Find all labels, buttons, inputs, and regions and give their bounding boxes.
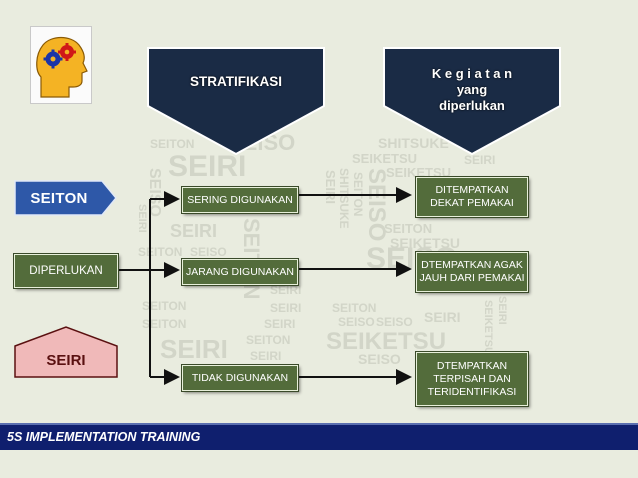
action-jauh-dari-pemakai: DTEMPATKAN AGAK JAUH DARI PEMAKAI (416, 252, 528, 292)
kegiatan-title-line-2: yang (456, 82, 488, 97)
kegiatan-header: K e g i a t a n yang diperlukan (382, 46, 562, 158)
seiri-tag: SEIRI (14, 326, 118, 378)
stratifikasi-header: STRATIFIKASI (146, 46, 326, 158)
action-line: JAUH DARI PEMAKAI (419, 272, 525, 284)
watermark-word: SEISO (363, 168, 390, 242)
watermark-word: SEIRI (496, 296, 508, 325)
watermark-word: SHITSUKE (378, 135, 449, 151)
category-tidak-digunakan: TIDAK DIGUNAKAN (182, 365, 298, 391)
watermark-word: SEITON (142, 299, 187, 313)
watermark-word: SEIRI (264, 317, 296, 331)
head-with-gears-logo (30, 26, 92, 104)
watermark-word: SEISO (358, 351, 401, 367)
footer-title: 5S IMPLEMENTATION TRAINING (7, 430, 201, 444)
watermark-word: SEIRI (136, 204, 148, 233)
category-jarang-digunakan: JARANG DIGUNAKAN (182, 259, 298, 285)
watermark-word: SEITON (332, 301, 377, 315)
watermark-word: SEIRI (464, 153, 496, 167)
head-with-gears-icon (36, 36, 88, 98)
kegiatan-title-line-1: K e g i a t a n (431, 66, 513, 81)
seiton-tag: SEITON (14, 180, 118, 216)
footer-banner: 5S IMPLEMENTATION TRAINING (0, 423, 638, 450)
watermark-word: SEIRI (270, 283, 302, 297)
watermark-word: SEISO (376, 315, 413, 329)
watermark-word: SEIRI (424, 309, 461, 325)
watermark-word: SEITON (239, 218, 264, 300)
watermark-word: SEISO (338, 315, 375, 329)
action-line: DTEMPATKAN (436, 359, 508, 372)
watermark-word: SEIRI (170, 221, 218, 241)
stratifikasi-title: STRATIFIKASI (190, 74, 282, 89)
watermark-word: SEIRI (168, 150, 247, 183)
watermark-word: SEITON (142, 317, 187, 331)
watermark-word: SEISO (190, 245, 227, 259)
watermark-word: SEIRI (160, 334, 228, 364)
action-line: DTEMPATKAN AGAK (421, 259, 523, 271)
watermark-word: SEITON (384, 221, 433, 236)
watermark-word: SEIKETSU (482, 300, 494, 356)
watermark-word: SEITON (150, 137, 195, 151)
diperlukan-box: DIPERLUKAN (14, 254, 118, 288)
watermark-word: SEIKETSU (386, 165, 452, 180)
seiton-label: SEITON (30, 189, 88, 207)
action-line: DITEMPATKAN (435, 184, 509, 196)
watermark-word: SEITON (246, 333, 291, 347)
kegiatan-title-line-3: diperlukan (439, 98, 505, 113)
watermark-word: SEIKETSU (326, 328, 447, 355)
action-line: TERPISAH DAN (433, 372, 511, 385)
watermark-word: SEIKETSU (352, 151, 418, 166)
action-line: DEKAT PEMAKAI (430, 197, 514, 209)
watermark-word: SHITSUKE (337, 168, 351, 229)
watermark-word: SEIKETSU (390, 235, 461, 251)
watermark-word: SEIRI (270, 301, 302, 315)
action-terpisah-teridentifikasi: DTEMPATKAN TERPISAH DAN TERIDENTIFIKASI (416, 352, 528, 406)
action-dekat-pemakai: DITEMPATKAN DEKAT PEMAKAI (416, 177, 528, 217)
category-sering-digunakan: SERING DIGUNAKAN (182, 187, 298, 213)
action-line: TERIDENTIFIKASI (427, 385, 517, 398)
watermark-word: SEIRI (250, 349, 282, 363)
seiri-label: SEIRI (46, 351, 86, 369)
